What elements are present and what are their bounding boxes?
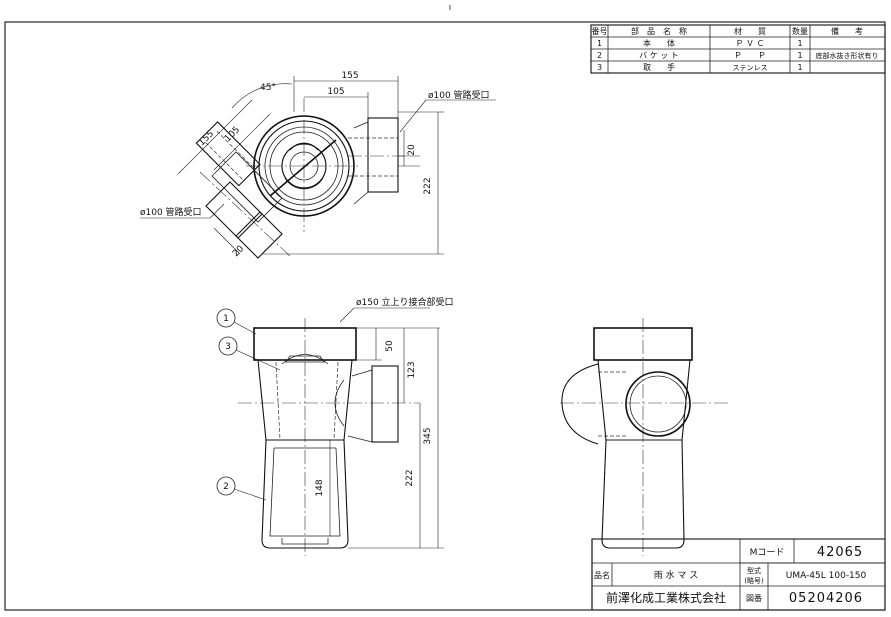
table-row-2-no: 2 <box>597 51 602 60</box>
table-row-2-remarks: 底部水抜き形状有り <box>816 51 879 60</box>
dim-20-bottom: 20 <box>231 244 246 259</box>
table-row-2-qty: 1 <box>797 51 802 60</box>
label-riser: ø150 立上り接合部受口 <box>356 296 454 308</box>
drawing-no-value: 05204206 <box>789 591 863 606</box>
front-view: ø150 立上り接合部受口 50 123 345 222 148 1 3 2 <box>216 296 454 556</box>
dim-20-right: 20 <box>407 144 417 156</box>
table-row-3-material: ステンレス <box>733 64 768 72</box>
table-header-name: 部 品 名 称 <box>631 26 687 36</box>
table-row-3-name: 取 手 <box>643 62 675 72</box>
dim-345: 345 <box>423 427 433 444</box>
label-pipe-right: ø100 管路受口 <box>428 89 490 101</box>
title-block: Mコード 42065 品名 雨 水 マ ス 型式 (略号) UMA-45L 10… <box>591 538 886 611</box>
mcode-label: Mコード <box>750 548 785 558</box>
dim-105-diag: 105 <box>223 125 242 144</box>
table-row-1-material: Ｐ Ｖ Ｃ <box>735 39 764 48</box>
company: 前澤化成工業株式会社 <box>606 590 726 605</box>
drawing-no-label: 図番 <box>746 593 762 603</box>
table-header-remarks: 備 考 <box>831 26 863 36</box>
dim-123: 123 <box>407 361 417 378</box>
dim-222-front: 222 <box>405 469 415 486</box>
side-view <box>560 318 728 556</box>
dim-105-top: 105 <box>327 87 344 97</box>
table-row-2-name: バ ケ ッ ト <box>639 51 679 60</box>
balloon-3: 3 <box>225 342 231 352</box>
table-row-1-name: 本 体 <box>643 38 675 48</box>
table-header-no: 番号 <box>592 26 608 36</box>
model-label-1: 型式 <box>747 566 761 575</box>
balloon-1: 1 <box>223 314 229 324</box>
name-value: 雨 水 マ ス <box>654 569 699 581</box>
name-label: 品名 <box>594 570 610 580</box>
dim-148: 148 <box>315 479 325 496</box>
sheet-border <box>4 21 886 611</box>
label-pipe-left: ø100 管路受口 <box>140 206 202 218</box>
table-row-3-qty: 1 <box>797 63 802 72</box>
table-row-3-no: 3 <box>597 63 602 72</box>
table-row-1-qty: 1 <box>797 39 802 48</box>
balloon-2: 2 <box>223 482 229 492</box>
dim-222-top: 222 <box>423 177 433 194</box>
dim-50: 50 <box>385 340 395 352</box>
model-label-2: (略号) <box>744 576 764 585</box>
top-view: 155 105 45° 155 105 20 222 20 ø100 管路受口 <box>140 71 496 259</box>
dim-155-diag: 155 <box>197 129 216 148</box>
model-value: UMA-45L 100-150 <box>786 571 867 581</box>
table-row-2-material: Ｐ Ｐ <box>734 51 766 60</box>
table-row-1-no: 1 <box>597 39 602 48</box>
parts-table: 番号 部 品 名 称 材 質 数量 備 考 1 本 体 Ｐ Ｖ Ｃ 1 2 バ … <box>590 24 886 74</box>
dim-45deg: 45° <box>260 83 276 93</box>
dim-155-top: 155 <box>341 71 358 81</box>
table-header-qty: 数量 <box>792 26 808 36</box>
table-header-material: 材 質 <box>734 26 766 36</box>
mcode-value: 42065 <box>817 545 863 560</box>
